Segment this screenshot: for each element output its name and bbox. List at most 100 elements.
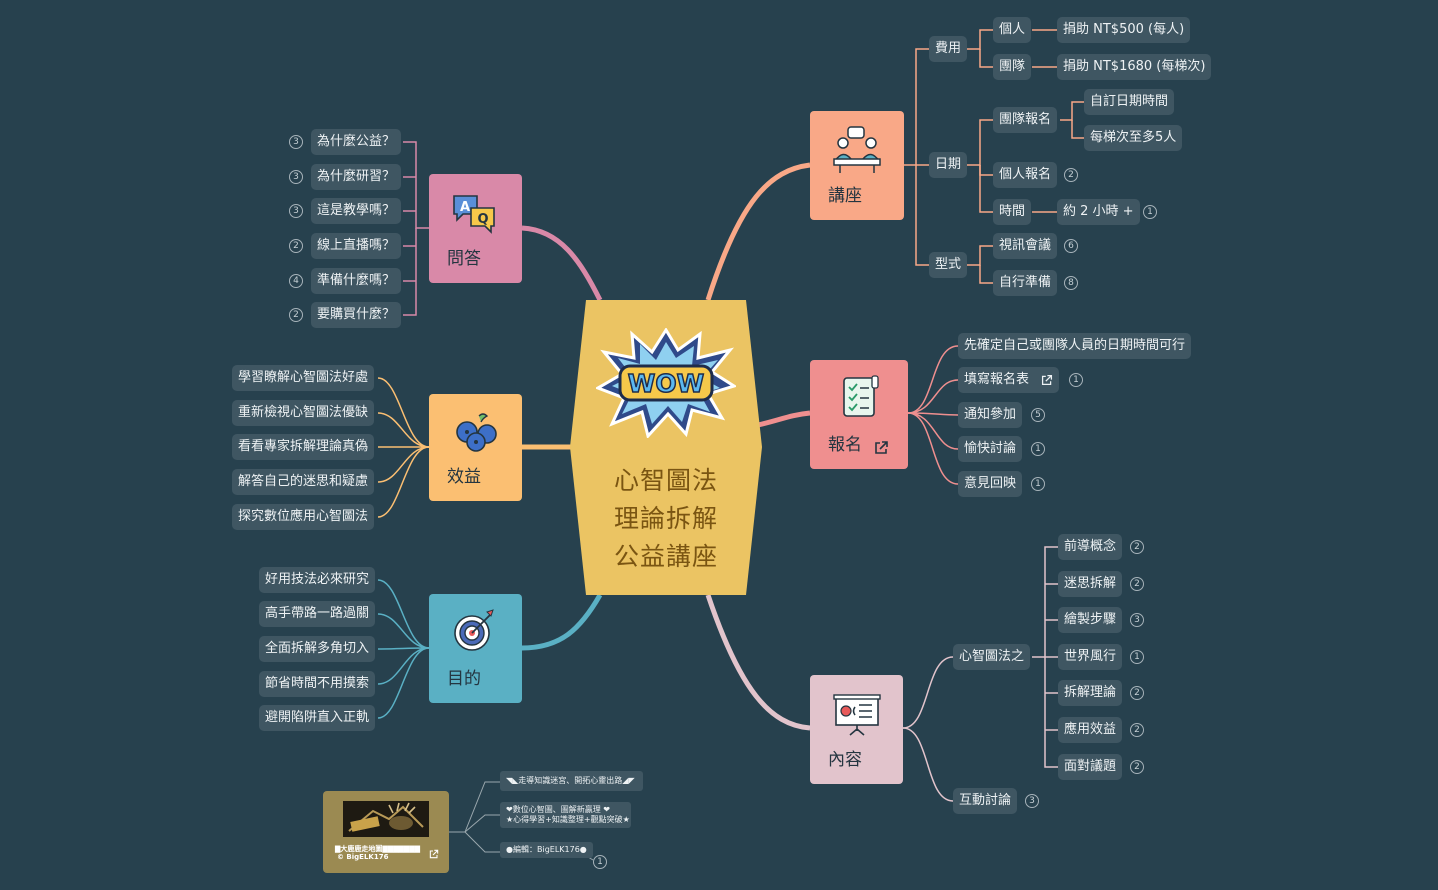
count-badge[interactable]: 1 xyxy=(1031,442,1045,456)
topic-goal[interactable]: 目的 xyxy=(429,594,522,703)
count-badge[interactable]: 2 xyxy=(1130,577,1144,591)
count-badge[interactable]: 1 xyxy=(1130,650,1144,664)
lecture-fee-personal-value[interactable]: 捐助 NT$500 (每人) xyxy=(1057,17,1191,43)
card-copyright: © BigELK176 xyxy=(337,853,389,861)
svg-text:WOW: WOW xyxy=(628,369,704,398)
goal-item[interactable]: 節省時間不用摸索 xyxy=(259,671,376,697)
count-badge[interactable]: 3 xyxy=(289,204,303,218)
svg-text:Q: Q xyxy=(477,212,488,227)
benefit-item[interactable]: 看看專家拆解理論真偽 xyxy=(232,434,375,460)
count-badge[interactable]: 3 xyxy=(1025,794,1039,808)
topic-content-label: 內容 xyxy=(828,750,862,770)
count-badge[interactable]: 6 xyxy=(1064,239,1078,253)
center-title: 心智圖法 理論拆解 公益講座 xyxy=(586,462,746,576)
lecture-fee-personal[interactable]: 個人 xyxy=(993,17,1032,43)
count-badge[interactable]: 3 xyxy=(289,170,303,184)
topic-signup[interactable]: 報名 xyxy=(810,360,908,469)
lecture-fee-team[interactable]: 團隊 xyxy=(993,54,1032,80)
count-badge[interactable]: 4 xyxy=(289,274,303,288)
lecture-fee-team-value[interactable]: 捐助 NT$1680 (每梯次) xyxy=(1057,54,1212,80)
count-badge[interactable]: 2 xyxy=(1130,760,1144,774)
count-badge[interactable]: 3 xyxy=(1130,613,1144,627)
count-badge[interactable]: 2 xyxy=(1130,540,1144,554)
count-badge[interactable]: 1 xyxy=(1069,373,1083,387)
lecture-fee[interactable]: 費用 xyxy=(929,36,968,62)
lecture-date-team-signup[interactable]: 團隊報名 xyxy=(993,107,1058,133)
benefit-item[interactable]: 探究數位應用心智圖法 xyxy=(232,504,375,530)
goal-item[interactable]: 避開陷阱直入正軌 xyxy=(259,705,376,731)
benefit-item[interactable]: 重新檢視心智圖法優缺 xyxy=(232,400,375,426)
count-badge[interactable]: 2 xyxy=(289,239,303,253)
lecture-date[interactable]: 日期 xyxy=(929,152,968,178)
topic-benefit[interactable]: 效益 xyxy=(429,394,522,501)
content-item[interactable]: 拆解理論 xyxy=(1058,680,1123,706)
goal-item[interactable]: 高手帶路一路過關 xyxy=(259,601,376,627)
qa-item[interactable]: 為什麼公益？ xyxy=(311,129,402,155)
center-topic[interactable]: WOW xyxy=(570,300,762,595)
topic-qa[interactable]: A Q 問答 xyxy=(429,174,522,283)
external-link-icon[interactable] xyxy=(874,440,889,455)
count-badge[interactable]: 1 xyxy=(1143,205,1157,219)
signup-item[interactable]: 意見回映 xyxy=(958,471,1023,497)
lecture-date-time[interactable]: 時間 xyxy=(993,199,1032,225)
qa-item[interactable]: 要購買什麼？ xyxy=(311,302,402,328)
card-title: ▇大鹿鹿走地圖▇▇▇▇▇▇▇ xyxy=(335,845,421,853)
elk-logo-icon xyxy=(343,801,429,837)
footer-note-3[interactable]: ●編輯：BigELK176● xyxy=(500,842,593,858)
external-link-icon[interactable] xyxy=(429,849,439,859)
content-item[interactable]: 世界風行 xyxy=(1058,644,1123,670)
count-badge[interactable]: 8 xyxy=(1064,276,1078,290)
topic-benefit-label: 效益 xyxy=(447,467,481,487)
topic-qa-label: 問答 xyxy=(447,249,481,269)
footer-note-2[interactable]: ❤數位心智圖、圖解新贏理 ❤ ★心得學習+知識整理+觀點突破★ xyxy=(500,802,631,828)
count-badge[interactable]: 5 xyxy=(1031,408,1045,422)
count-badge[interactable]: 1 xyxy=(593,855,607,869)
content-item[interactable]: 迷思拆解 xyxy=(1058,571,1123,597)
count-badge[interactable]: 2 xyxy=(1064,168,1078,182)
presentation-icon xyxy=(833,694,881,736)
content-mindmap[interactable]: 心智圖法之 xyxy=(953,644,1031,670)
count-badge[interactable]: 2 xyxy=(1130,723,1144,737)
lecture-date-duration[interactable]: 約 2 小時 + xyxy=(1057,199,1140,225)
qa-item[interactable]: 準備什麼嗎？ xyxy=(311,268,402,294)
lecture-format-prepare[interactable]: 自行準備 xyxy=(993,270,1058,296)
checklist-icon xyxy=(843,375,879,417)
external-link-icon[interactable] xyxy=(1041,374,1053,386)
signup-item[interactable]: 先確定自己或團隊人員的日期時間可行 xyxy=(958,333,1192,359)
content-item[interactable]: 繪製步驟 xyxy=(1058,607,1123,633)
count-badge[interactable]: 1 xyxy=(1031,477,1045,491)
footer-note-1[interactable]: ◥◣走導知識迷宮、開拓心靈出路◢◤ xyxy=(500,771,643,791)
topic-content[interactable]: 內容 xyxy=(810,675,903,784)
content-item[interactable]: 應用效益 xyxy=(1058,717,1123,743)
qa-item[interactable]: 為什麼研習？ xyxy=(311,164,402,190)
signup-item[interactable]: 填寫報名表 xyxy=(958,367,1060,393)
content-interaction[interactable]: 互動討論 xyxy=(953,788,1018,814)
topic-goal-label: 目的 xyxy=(447,669,481,689)
topic-lecture-label: 講座 xyxy=(828,186,862,206)
goal-item[interactable]: 全面拆解多角切入 xyxy=(259,636,376,662)
goal-item[interactable]: 好用技法必來研究 xyxy=(259,567,376,593)
qa-bubbles-icon: A Q xyxy=(453,195,495,234)
lecture-date-personal-signup[interactable]: 個人報名 xyxy=(993,162,1058,188)
center-line-3: 公益講座 xyxy=(613,542,718,571)
lecture-format-video[interactable]: 視訊會議 xyxy=(993,233,1058,259)
center-line-1: 心智圖法 xyxy=(613,466,718,495)
count-badge[interactable]: 3 xyxy=(289,135,303,149)
lecture-date-custom[interactable]: 自訂日期時間 xyxy=(1084,89,1175,115)
content-item[interactable]: 面對議題 xyxy=(1058,754,1123,780)
signup-item[interactable]: 愉快討論 xyxy=(958,436,1023,462)
lecture-date-per-session[interactable]: 每梯次至多5人 xyxy=(1084,125,1183,151)
topic-signup-label: 報名 xyxy=(828,435,862,455)
benefit-item[interactable]: 解答自己的迷思和疑慮 xyxy=(232,469,375,495)
lecture-format[interactable]: 型式 xyxy=(929,252,968,278)
author-card[interactable]: ▇大鹿鹿走地圖▇▇▇▇▇▇▇ © BigELK176 xyxy=(323,791,449,873)
qa-item[interactable]: 這是教學嗎？ xyxy=(311,198,402,224)
qa-item[interactable]: 線上直播嗎？ xyxy=(311,233,402,259)
signup-item[interactable]: 通知參加 xyxy=(958,402,1023,428)
wow-sticker-icon: WOW xyxy=(596,328,736,438)
count-badge[interactable]: 2 xyxy=(1130,686,1144,700)
count-badge[interactable]: 2 xyxy=(289,308,303,322)
benefit-item[interactable]: 學習瞭解心智圖法好處 xyxy=(232,365,375,391)
topic-lecture[interactable]: 講座 xyxy=(810,111,904,220)
content-item[interactable]: 前導概念 xyxy=(1058,534,1123,560)
